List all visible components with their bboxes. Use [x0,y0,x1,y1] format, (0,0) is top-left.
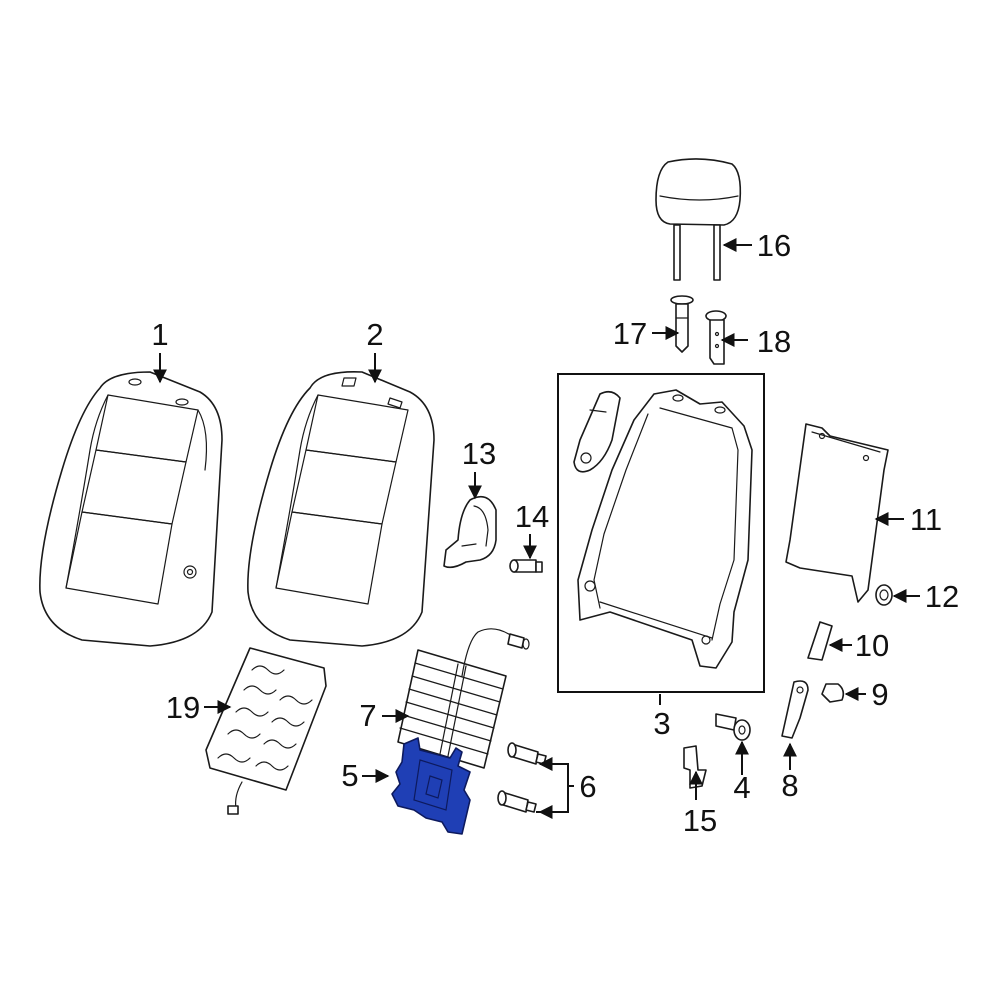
callout-5[interactable]: 5 [341,758,358,793]
callout-19[interactable]: 19 [166,690,200,725]
part-13-side-trim[interactable] [443,495,497,569]
callout-9[interactable]: 9 [871,677,888,712]
part-8-lever[interactable] [781,680,809,739]
callout-2[interactable]: 2 [366,317,383,352]
part-12-nut[interactable] [875,584,893,606]
callout-15[interactable]: 15 [683,803,717,838]
callout-10[interactable]: 10 [855,628,889,663]
part-3-seat-back-frame[interactable] [557,373,765,693]
callout-12[interactable]: 12 [925,579,959,614]
callout-17[interactable]: 17 [613,316,647,351]
callout-11[interactable]: 11 [910,502,942,537]
part-5-lumbar-plate[interactable] [391,737,471,835]
callout-6[interactable]: 6 [579,769,596,804]
callout-7[interactable]: 7 [359,698,376,733]
callout-18[interactable]: 18 [757,324,791,359]
part-18-headrest-guide[interactable] [705,310,727,365]
part-16-headrest[interactable] [655,158,742,281]
part-14-guide-pin[interactable] [509,559,543,573]
callout-16[interactable]: 16 [757,228,791,263]
callout-8[interactable]: 8 [781,768,798,803]
part-2-seat-back-cover[interactable] [247,371,435,647]
part-19-heater-mat[interactable] [205,647,327,815]
part-17-headrest-guide[interactable] [670,295,694,353]
part-6-connectors[interactable] [497,742,547,813]
part-4-bolt[interactable] [715,713,751,741]
callout-4[interactable]: 4 [733,770,750,805]
part-11-back-panel[interactable] [785,423,889,603]
leader-lines [153,238,920,819]
callout-13[interactable]: 13 [462,436,496,471]
part-9-clip[interactable] [821,683,845,703]
callout-1[interactable]: 1 [151,317,168,352]
part-1-seat-back-cover[interactable] [39,371,223,647]
callout-14[interactable]: 14 [515,499,549,534]
part-10-cap[interactable] [807,621,833,661]
callout-labels: 1 2 3 4 5 6 7 8 9 10 11 12 13 14 15 16 1… [151,228,959,838]
callout-3[interactable]: 3 [653,706,670,741]
